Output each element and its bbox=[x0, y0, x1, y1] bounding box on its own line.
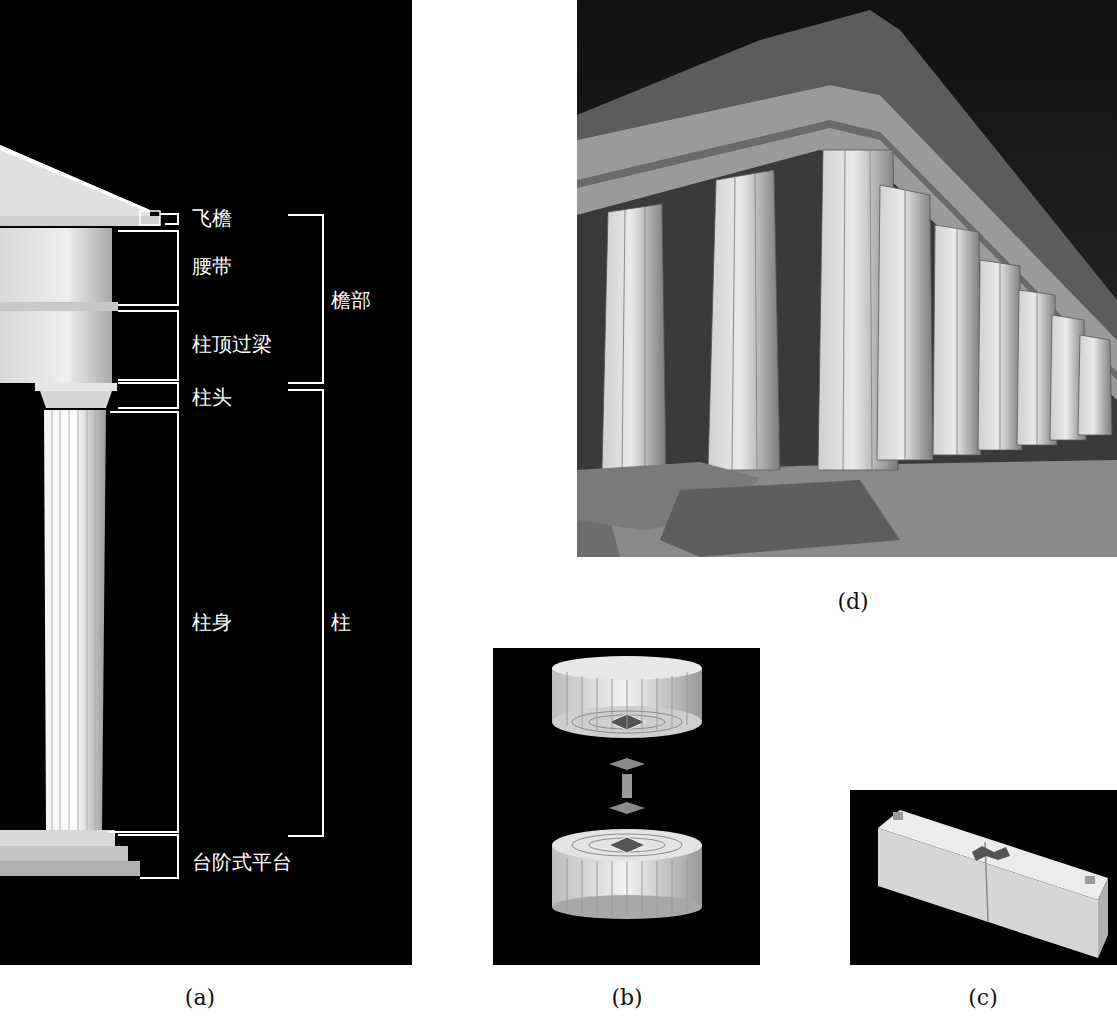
clamped-blocks bbox=[850, 790, 1117, 965]
part-label: 柱头 bbox=[192, 386, 232, 408]
panel-caption: (b) bbox=[611, 986, 642, 1010]
group-label: 檐部 bbox=[331, 289, 371, 311]
part-label: 柱身 bbox=[192, 611, 232, 633]
group-label: 柱 bbox=[331, 611, 351, 633]
part-label: 柱顶过梁 bbox=[192, 333, 272, 355]
part-label: 飞檐 bbox=[192, 207, 232, 229]
parthenon-photo bbox=[577, 0, 1117, 557]
part-label: 台阶式平台 bbox=[192, 851, 292, 873]
panel-caption: (a) bbox=[185, 986, 215, 1010]
temple-elevation bbox=[0, 0, 412, 965]
panel-caption: (c) bbox=[968, 986, 998, 1010]
bracket bbox=[108, 214, 323, 878]
column-drum-joint bbox=[493, 648, 760, 965]
part-label: 腰带 bbox=[192, 255, 232, 277]
panel-caption: (d) bbox=[837, 590, 868, 614]
